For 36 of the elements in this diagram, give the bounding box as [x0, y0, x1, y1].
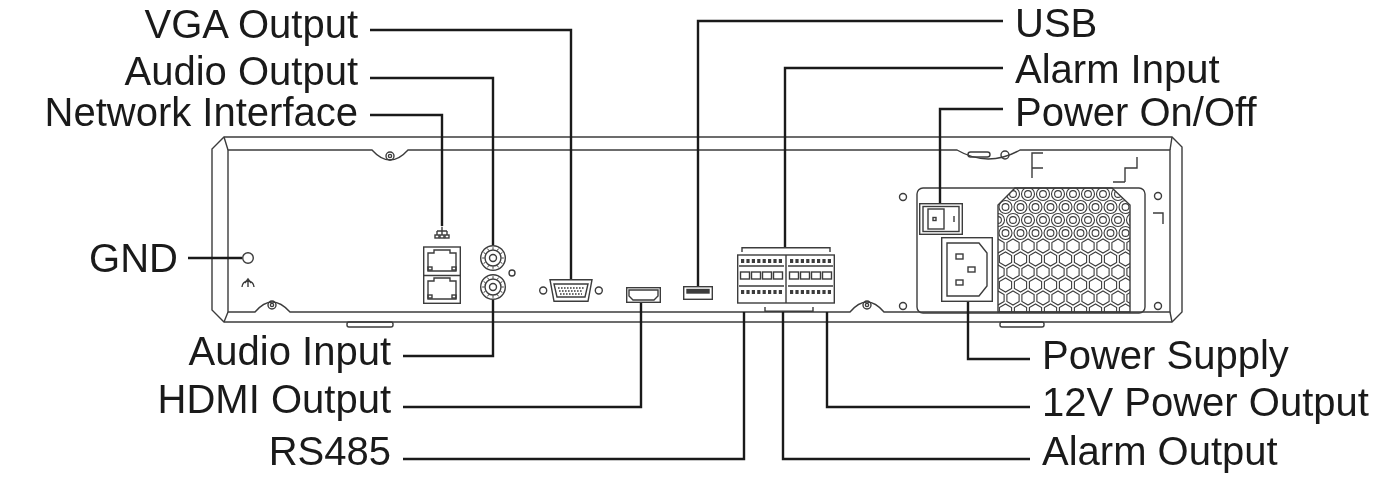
ground-screw: [242, 252, 254, 264]
leader-line: [781, 312, 1030, 461]
leader-line: [188, 256, 242, 260]
leader-line: [783, 66, 1003, 247]
callout-label: Power On/Off: [1015, 92, 1257, 132]
callout-label: VGA Output: [144, 4, 358, 44]
callout-label: Audio Output: [124, 51, 358, 91]
callout-label: Power Supply: [1042, 335, 1289, 375]
leader-line: [370, 113, 444, 226]
callout-label: GND: [89, 238, 178, 278]
ethernet-port: [423, 226, 461, 304]
usb-port: [683, 286, 713, 300]
vga-port: [539, 279, 603, 302]
leader-line: [403, 303, 643, 409]
callout-label: 12V Power Output: [1042, 382, 1369, 422]
callout-label: Alarm Output: [1042, 431, 1278, 471]
audio-jack: [480, 245, 506, 271]
callout-label: USB: [1015, 3, 1098, 43]
terminal-block: [737, 247, 835, 312]
leader-line: [966, 302, 1030, 361]
leader-line: [370, 28, 573, 279]
callout-label: Network Interface: [44, 92, 358, 132]
leader-line: [938, 107, 1003, 203]
callout-label: Alarm Input: [1015, 49, 1220, 89]
power-socket: [941, 237, 993, 302]
leader-line: [403, 312, 746, 461]
leader-line: [825, 312, 1030, 409]
callout-label: HDMI Output: [157, 379, 391, 419]
hdmi-port: [626, 287, 661, 303]
power-switch: [919, 203, 963, 235]
audio-jack: [480, 274, 506, 300]
callout-label: RS485: [268, 431, 391, 471]
leader-line: [370, 76, 495, 245]
leader-line: [403, 300, 495, 358]
callout-label: Audio Input: [188, 331, 391, 371]
leader-line: [696, 19, 1003, 286]
